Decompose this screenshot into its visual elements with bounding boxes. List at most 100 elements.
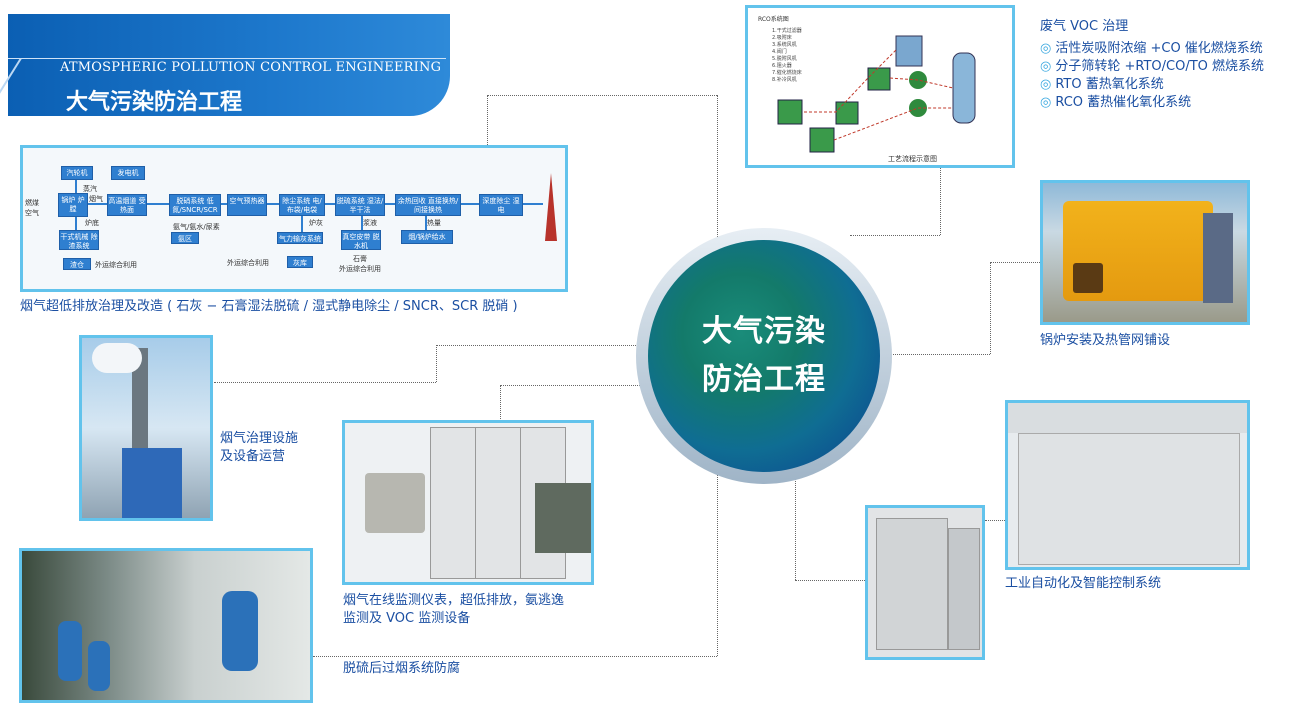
boiler-side-graphic [1203, 213, 1233, 303]
connector-auto-vertical [795, 478, 796, 580]
connector-boiler-top [990, 262, 1040, 263]
monitor-equipment-photo [342, 420, 594, 585]
flow-box: 氨区 [171, 232, 199, 244]
connector-flue-top [487, 95, 717, 96]
connector-flue-drop [487, 95, 488, 145]
cabinet-row-graphic [1018, 433, 1240, 565]
flow-label: 蒸汽 [83, 185, 97, 193]
connector-anticorrosion-horizontal [313, 656, 717, 657]
connector-auto-bridge [985, 520, 1005, 521]
flow-label: 燃煤 [25, 199, 39, 207]
flow-arrow [221, 203, 227, 205]
flow-arrow [267, 203, 279, 205]
flow-label: 外运综合利用 [95, 261, 137, 269]
header-title-cn: 大气污染防治工程 [66, 90, 243, 115]
cabinet-graphic [475, 427, 521, 579]
control-cabinets-photo [1005, 400, 1250, 570]
voc-diagram-legend: 1.干式过滤器 2.吸附床 3.系统风机 4.阀门 5.脱附风机 6.阻火器 7… [772, 28, 802, 83]
boiler-door-graphic [1073, 263, 1103, 293]
flow-arrow [425, 216, 427, 230]
center-title-line2: 防治工程 [702, 362, 826, 397]
monitor-caption: 烟气在线监测仪表，超低排放，氨逃逸 监测及 VOC 监测设备 [343, 593, 565, 626]
flow-arrow [147, 203, 169, 205]
flow-label: 炉灰 [309, 219, 323, 227]
anticorrosion-caption: 脱硫后过烟系统防腐 [343, 661, 461, 676]
bullet-icon: ◎ [1040, 95, 1052, 110]
boiler-caption: 锅炉安装及热管网铺设 [1040, 333, 1171, 348]
flow-box: 干式机械 除渣系统 [59, 230, 99, 250]
facility-tower-photo [79, 335, 213, 521]
flow-box: 灰库 [287, 256, 313, 268]
flow-arrow [461, 203, 479, 205]
flow-box: 空气预热器 [227, 194, 267, 216]
flow-label: 外运综合利用 [339, 265, 381, 273]
flow-arrow [361, 216, 363, 230]
center-title-line1: 大气污染 [702, 314, 826, 349]
flow-box: 余热回收 直接换热/间接换热 [395, 194, 461, 216]
connector-boiler-vertical [990, 262, 991, 354]
flue-gas-flow-diagram: 汽轮机 发电机 锅炉 炉膛 高温烟道 受热面 脱硝系统 低氮/SNCR/SCR … [20, 145, 568, 292]
flow-label: 外运综合利用 [227, 259, 269, 267]
voc-list: ◎活性炭吸附浓缩 +CO 催化燃烧系统 ◎分子筛转轮 +RTO/CO/TO 燃烧… [1040, 40, 1264, 112]
smoke-graphic [92, 343, 142, 373]
voc-list-item: ◎RCO 蓄热催化氧化系统 [1040, 95, 1192, 110]
flow-box: 锅炉 炉膛 [58, 193, 88, 217]
flow-arrow [88, 203, 107, 205]
flow-box: 除尘系统 电/布袋/电袋 [279, 194, 325, 216]
worker-graphic [88, 641, 110, 691]
voc-diagram-title: RCO系统图 [758, 16, 789, 23]
connector-boiler-to-circle [886, 354, 990, 355]
center-circle: 大气污染 防治工程 [648, 240, 880, 472]
connector-anticorrosion-vertical [717, 470, 718, 656]
analyzer-graphic [365, 473, 425, 533]
cabinet-side-graphic [948, 528, 980, 650]
flow-label: 浆液 [363, 219, 377, 227]
flow-label: 石膏 [353, 255, 367, 263]
anticorrosion-photo [19, 548, 313, 703]
facility-caption: 烟气治理设施 及设备运营 [220, 431, 299, 464]
worker-graphic [58, 621, 82, 681]
flow-arrow [75, 217, 77, 230]
tower-base-graphic [122, 448, 182, 518]
connector-monitor-vertical [500, 385, 501, 421]
bullet-icon: ◎ [1040, 77, 1052, 92]
flow-box: 汽轮机 [61, 166, 93, 180]
cabinet-graphic [430, 427, 476, 579]
flow-box: 发电机 [111, 166, 145, 180]
cabinet-door-graphic [876, 518, 948, 650]
flow-box: 烟/锅炉给水 [401, 230, 453, 244]
header-banner [8, 14, 450, 116]
connector-voc-down [940, 165, 941, 235]
flow-arrow [75, 180, 77, 193]
flow-box: 渣仓 [63, 258, 91, 270]
voc-list-item: ◎RTO 蓄热氧化系统 [1040, 77, 1164, 92]
voc-title: 废气 VOC 治理 [1040, 19, 1129, 34]
bullet-icon: ◎ [1040, 59, 1052, 74]
voc-diagram-caption: 工艺流程示意图 [888, 155, 937, 163]
flow-label: 氨气/氨水/尿素 [173, 223, 220, 231]
automation-caption: 工业自动化及智能控制系统 [1005, 576, 1162, 591]
connector-facility-to-circle [436, 345, 636, 346]
connector-facility [214, 382, 436, 383]
chimney-icon [545, 173, 557, 241]
voc-flow-graphic [777, 35, 976, 153]
header-divider [8, 58, 446, 59]
connector-voc-horizontal [850, 235, 940, 236]
flow-label: 炉底 [85, 219, 99, 227]
flow-arrow [385, 203, 395, 205]
flue-gas-caption: 烟气超低排放治理及改造 ( 石灰 − 石膏湿法脱硫 / 湿式静电除尘 / SNC… [20, 299, 518, 314]
flow-box: 气力输灰系统 [277, 232, 323, 244]
flow-arrow [301, 216, 303, 232]
header-title-en: ATMOSPHERIC POLLUTION CONTROL ENGINEERIN… [60, 60, 442, 75]
flow-label: 热量 [427, 219, 441, 227]
flow-label: 空气 [25, 209, 39, 217]
connector-flue-to-circle [717, 95, 718, 245]
connector-facility-up [436, 345, 437, 382]
connector-auto-horizontal [795, 580, 865, 581]
flow-box: 脱硝系统 低氮/SNCR/SCR [169, 194, 221, 216]
connector-monitor-top [500, 385, 660, 386]
flow-arrow [523, 203, 543, 205]
worker-graphic [222, 591, 258, 671]
control-cabinet-photo [865, 505, 985, 660]
flow-box: 脱硫系统 湿法/半干法 [335, 194, 385, 216]
